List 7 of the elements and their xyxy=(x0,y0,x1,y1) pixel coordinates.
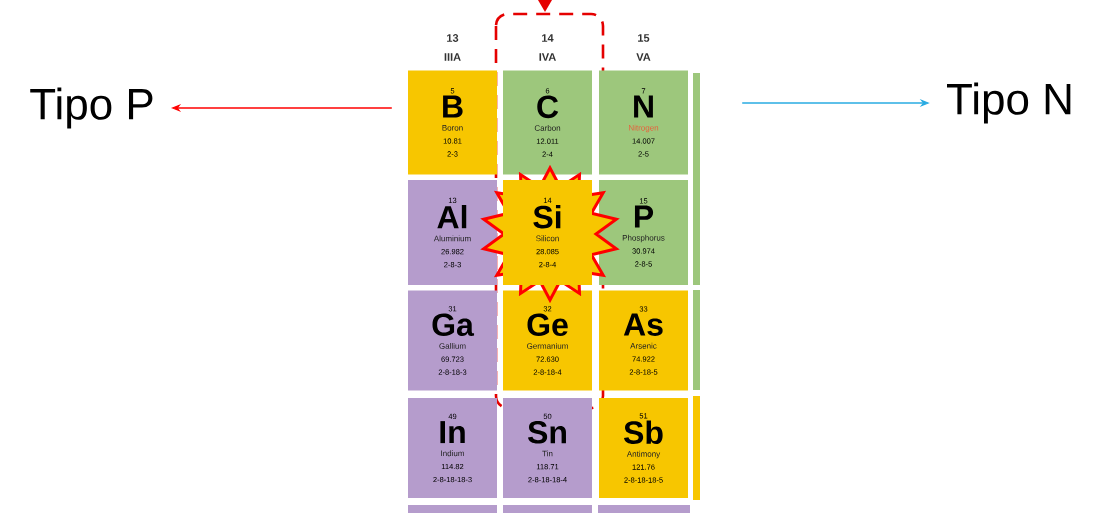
group-header: 14 xyxy=(542,34,554,42)
type-label: Tipo N xyxy=(947,82,1071,124)
group-header: 13 xyxy=(447,34,459,42)
type-label: Tipo P xyxy=(30,87,153,129)
node-label: Si xyxy=(533,204,561,229)
node-label: Silicon xyxy=(536,235,559,242)
group-header: 15 xyxy=(638,34,650,42)
